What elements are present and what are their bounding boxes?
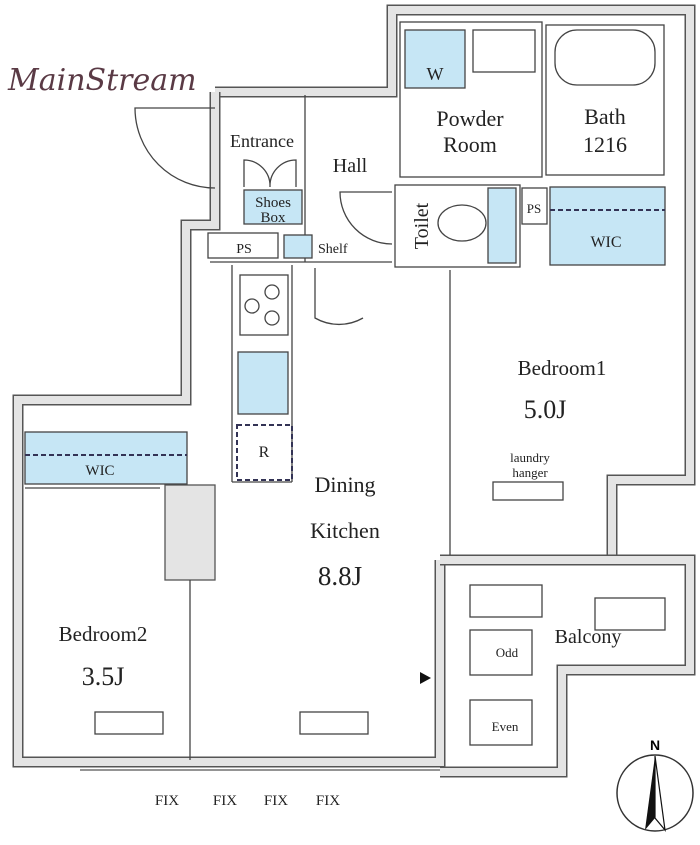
balcony-unit-odd — [469, 629, 533, 676]
powder-room-label: Powder — [436, 106, 504, 131]
bathtub — [554, 29, 656, 86]
shoes-box-label: Shoes — [255, 195, 291, 211]
odd-label: Odd — [496, 645, 519, 660]
refrigerator-label: R — [259, 444, 270, 461]
ps-right-box — [521, 187, 548, 225]
compass-north-label: N — [650, 737, 660, 753]
fix-window-label: FIX — [213, 793, 237, 809]
room-labels: Entrance Shoes Box Hall PS Shelf W Powde… — [59, 64, 627, 734]
shoes-box-label-2: Box — [260, 210, 286, 226]
ps-entrance-box — [207, 232, 279, 259]
kitchen-sink — [237, 351, 289, 415]
balcony-unit — [469, 584, 543, 618]
wic-right-label: WIC — [590, 234, 621, 251]
window-labels: FIX FIX FIX FIX — [155, 793, 340, 809]
ac-unit-dining — [299, 711, 369, 735]
fix-window-label: FIX — [316, 793, 340, 809]
toilet-tank — [487, 187, 517, 264]
dining-kitchen-label-2: Kitchen — [310, 518, 380, 543]
dining-kitchen-label: Dining — [314, 472, 375, 497]
bedroom1-size: 5.0J — [524, 395, 567, 424]
balcony-label: Balcony — [555, 626, 622, 648]
interior-walls — [25, 21, 665, 760]
wic-left-box — [24, 431, 188, 485]
shelf-label: Shelf — [318, 242, 348, 257]
sink — [472, 29, 536, 73]
toilet-bowl — [437, 204, 487, 242]
fix-window-label: FIX — [264, 793, 288, 809]
washer-label: W — [427, 64, 444, 84]
hall-label: Hall — [333, 155, 368, 177]
ps-right-label: PS — [527, 201, 541, 216]
washer-box — [404, 29, 466, 89]
fix-window-label: FIX — [155, 793, 179, 809]
ac-unit-bedroom2 — [94, 711, 164, 735]
stove — [239, 274, 289, 336]
dining-kitchen-size: 8.8J — [318, 561, 362, 591]
laundry-hanger-label: laundry — [510, 450, 550, 465]
ps-entrance-label: PS — [236, 242, 252, 257]
bedroom2-size: 3.5J — [82, 662, 125, 691]
bath-size-label: 1216 — [583, 132, 627, 157]
compass-icon: N — [616, 737, 694, 832]
wic-left-label: WIC — [85, 463, 114, 479]
bedroom2-label: Bedroom2 — [59, 622, 148, 646]
laundry-hanger-label-2: hanger — [512, 465, 548, 480]
shelf-box — [283, 234, 313, 259]
balcony-unit-2 — [594, 597, 666, 631]
wic-right-box — [549, 186, 666, 266]
outer-walls — [12, 4, 696, 778]
laundry-hanger-bar — [492, 481, 564, 501]
refrigerator-space — [236, 424, 293, 481]
even-label: Even — [492, 719, 519, 734]
doors — [134, 107, 393, 325]
powder-room-label-2: Room — [443, 132, 497, 157]
entry-arrow-icon — [420, 672, 431, 684]
entrance-label: Entrance — [230, 131, 294, 151]
bedroom1-label: Bedroom1 — [518, 356, 607, 380]
toilet-label: Toilet — [411, 202, 433, 249]
pillar — [164, 484, 216, 581]
shoes-box — [243, 189, 303, 225]
watermark-signature: MainStream — [7, 63, 197, 98]
balcony-unit-even — [469, 699, 533, 746]
bath-label: Bath — [584, 104, 626, 129]
